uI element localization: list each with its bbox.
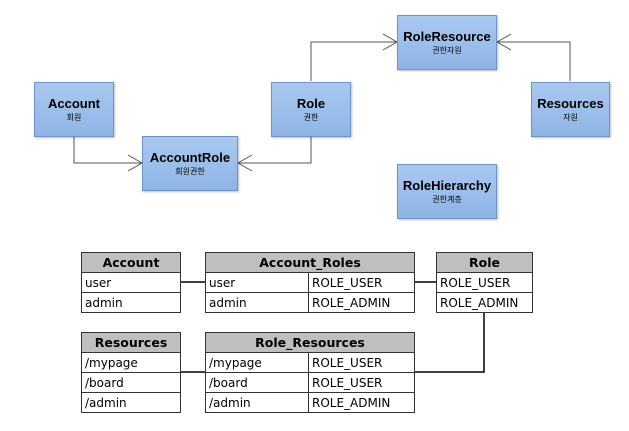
table-row: /board ROLE_USER bbox=[205, 372, 415, 393]
table-cell: admin bbox=[205, 292, 309, 313]
table-row: /mypage bbox=[81, 352, 181, 373]
table-row: admin ROLE_ADMIN bbox=[205, 292, 415, 313]
table-row: ROLE_USER bbox=[436, 272, 533, 293]
table-cell: ROLE_ADMIN bbox=[308, 292, 415, 313]
table-header: Role bbox=[436, 252, 533, 273]
entity-name: AccountRole bbox=[149, 150, 231, 165]
crowfoot-roleresource-right bbox=[495, 33, 512, 51]
table-cell: user bbox=[205, 272, 309, 293]
table-account-roles: Account_Roles user ROLE_USER admin ROLE_… bbox=[205, 252, 415, 313]
table-row: /mypage ROLE_USER bbox=[205, 352, 415, 373]
link-role-roleresources bbox=[415, 313, 485, 373]
entity-name: Resources bbox=[537, 96, 604, 111]
table-cell: ROLE_USER bbox=[436, 272, 533, 293]
connector-accountrole-role bbox=[238, 137, 312, 164]
table-cell: ROLE_ADMIN bbox=[308, 392, 415, 413]
table-row: /board bbox=[81, 372, 181, 393]
entity-subtitle: 권한자원 bbox=[432, 46, 462, 55]
table-cell: /admin bbox=[81, 392, 181, 413]
entity-name: RoleResource bbox=[403, 29, 491, 44]
crowfoot-accountrole-right bbox=[236, 154, 253, 172]
table-header: Role_Resources bbox=[205, 332, 415, 353]
entity-subtitle: 자원 bbox=[563, 113, 578, 122]
entity-subtitle: 권한 bbox=[303, 113, 319, 122]
table-row: user ROLE_USER bbox=[205, 272, 415, 293]
table-cell: user bbox=[81, 272, 181, 293]
entity-role-resource[interactable]: RoleResource 권한자원 bbox=[397, 15, 497, 70]
connector-role-roleresource bbox=[310, 41, 397, 81]
table-cell: ROLE_ADMIN bbox=[436, 292, 533, 313]
entity-resources[interactable]: Resources 자원 bbox=[531, 82, 610, 137]
table-cell: admin bbox=[81, 292, 181, 313]
table-cell: /board bbox=[205, 372, 309, 393]
entity-name: Account bbox=[48, 96, 100, 111]
table-cell: ROLE_USER bbox=[308, 272, 415, 293]
entity-subtitle: 권한계층 bbox=[432, 195, 462, 204]
table-cell: /mypage bbox=[81, 352, 181, 373]
table-header: Account_Roles bbox=[205, 252, 415, 273]
table-row: /admin bbox=[81, 392, 181, 413]
table-role: Role ROLE_USER ROLE_ADMIN bbox=[436, 252, 533, 313]
table-cell: ROLE_USER bbox=[308, 372, 415, 393]
connector-account-accountrole bbox=[73, 137, 142, 164]
table-header: Account bbox=[81, 252, 181, 273]
entity-role-hierarchy[interactable]: RoleHierarchy 권한계층 bbox=[397, 164, 497, 219]
table-row: ROLE_ADMIN bbox=[436, 292, 533, 313]
table-row: admin bbox=[81, 292, 181, 313]
table-resources: Resources /mypage /board /admin bbox=[81, 332, 181, 413]
entity-account[interactable]: Account 회원 bbox=[34, 82, 114, 137]
table-cell: /admin bbox=[205, 392, 309, 413]
table-account: Account user admin bbox=[81, 252, 181, 313]
entity-subtitle: 회원권한 bbox=[175, 167, 205, 176]
entity-name: Role bbox=[296, 96, 326, 111]
table-row: user bbox=[81, 272, 181, 293]
table-row: /admin ROLE_ADMIN bbox=[205, 392, 415, 413]
entity-subtitle: 회원 bbox=[66, 113, 82, 122]
table-header: Resources bbox=[81, 332, 181, 353]
connector-roleresource-resources bbox=[497, 41, 571, 81]
table-cell: /mypage bbox=[205, 352, 309, 373]
entity-name: RoleHierarchy bbox=[402, 178, 492, 193]
entity-role[interactable]: Role 권한 bbox=[271, 82, 351, 137]
entity-account-role[interactable]: AccountRole 회원권한 bbox=[142, 136, 238, 191]
table-cell: /board bbox=[81, 372, 181, 393]
table-cell: ROLE_USER bbox=[308, 352, 415, 373]
table-role-resources: Role_Resources /mypage ROLE_USER /board … bbox=[205, 332, 415, 413]
